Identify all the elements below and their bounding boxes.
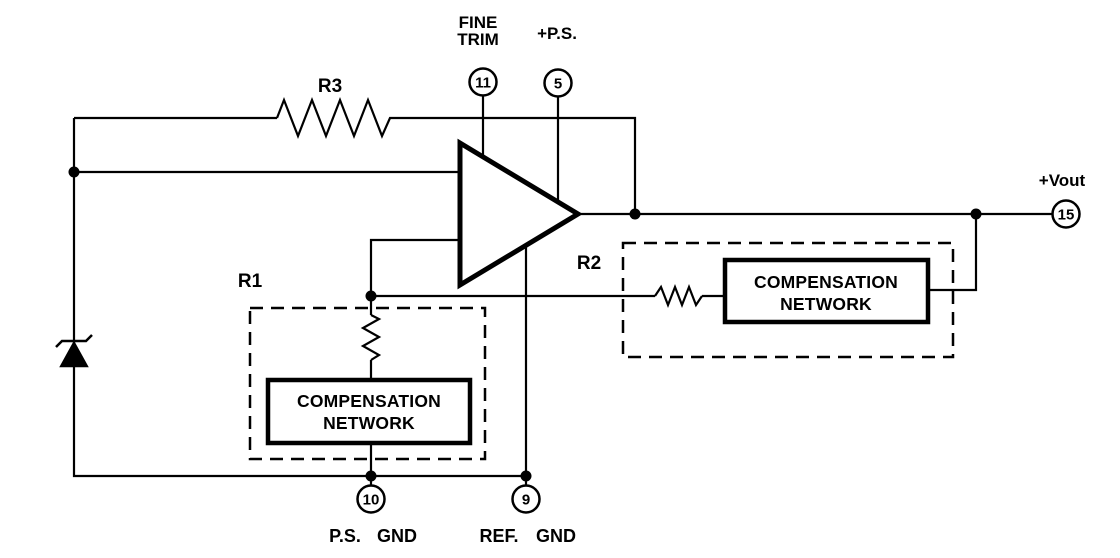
zener-anode-triangle [59, 340, 89, 368]
junction-dot [68, 166, 80, 178]
pin-15-number: 15 [1058, 207, 1075, 224]
compensation-network-box-r1 [265, 377, 473, 446]
junction-dot [629, 208, 641, 220]
pin-11-circle [468, 67, 498, 97]
r2-compensation-dashed-box [621, 241, 955, 359]
junction-dot [970, 208, 982, 220]
compensation-label-r2-line2: NETWORK [780, 294, 872, 314]
pin-5-number: 5 [554, 76, 562, 93]
ps-gnd-label-part2: GND [377, 526, 417, 546]
pin-9-circle [511, 484, 541, 514]
compensation-network-box-r2 [722, 257, 931, 325]
vout-label: +Vout [1039, 171, 1086, 190]
r2-label: R2 [577, 253, 601, 274]
pin-5-circle [543, 68, 573, 98]
junction-dot [365, 470, 377, 482]
resistor-r1-symbol [360, 314, 382, 361]
compensation-label-r1-line2: NETWORK [323, 413, 415, 433]
resistor-r3-symbol [275, 96, 397, 140]
zener-diode-symbol [55, 334, 93, 368]
pin-10-number: 10 [363, 492, 380, 509]
wire-inverting-input-elbow [369, 238, 460, 296]
op-amp-triangle [457, 138, 583, 290]
pin-terminals: 11 5 15 10 9 [356, 67, 1081, 514]
r1-label: R1 [238, 271, 263, 292]
ref-gnd-label-part1: REF. [479, 526, 518, 546]
compensation-label-r2-line1: COMPENSATION [754, 272, 898, 292]
fine-trim-label-line2: TRIM [457, 30, 499, 49]
ref-gnd-label-part2: GND [536, 526, 576, 546]
resistor-r2-symbol [654, 283, 703, 309]
compensation-label-r1-line1: COMPENSATION [297, 391, 441, 411]
r3-label: R3 [318, 76, 342, 97]
ps-gnd-label-part1: P.S. [329, 526, 361, 546]
wire-r3-feedback-to-output [397, 116, 637, 214]
r1-compensation-dashed-box [248, 306, 487, 461]
junction-dot [520, 470, 532, 482]
junction-dots [68, 166, 982, 482]
pin-15-circle [1051, 199, 1081, 229]
positive-supply-label: +P.S. [537, 24, 577, 43]
junction-dot [365, 290, 377, 302]
pin-9-number: 9 [522, 492, 530, 509]
pin-10-circle [356, 484, 386, 514]
wire-network-to-output [928, 214, 978, 292]
fine-trim-label-line1: FINE [459, 13, 498, 32]
pin-11-number: 11 [475, 75, 491, 92]
